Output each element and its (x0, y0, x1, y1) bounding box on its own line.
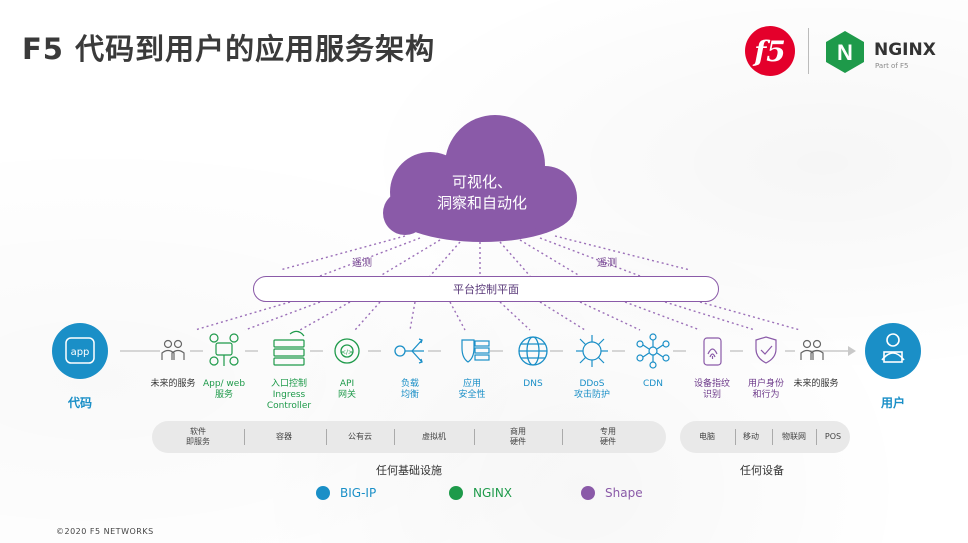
device-item-pos: POS (824, 432, 842, 441)
service-label-security: 应用安全性 (458, 379, 486, 400)
service-label-fingerprint: 设备指纹识别 (693, 379, 731, 400)
user-circle (865, 323, 921, 379)
infra-item-commodity-hw: 商用硬件 (510, 427, 526, 446)
legend-dot-bigip (316, 486, 330, 500)
code-label: 代码 (67, 396, 93, 410)
svg-text:N: N (837, 40, 853, 65)
network-icon (636, 333, 670, 369)
infra-item-public-cloud: 公有云 (348, 432, 372, 441)
legend-dot-nginx (449, 486, 463, 500)
user-shield-icon (755, 336, 777, 364)
shield-wall-icon (461, 339, 490, 363)
service-label-dns: DNS (523, 379, 543, 389)
service-label-future-left: 未来的服务 (150, 379, 196, 389)
nginx-logo-subtitle: Part of F5 (875, 62, 909, 70)
control-plane-bar: 平台控制平面 (253, 276, 719, 302)
legend-bigip: BIG-IP (316, 486, 376, 500)
user-laptop-icon (881, 333, 905, 363)
nginx-logo-icon: N (826, 31, 864, 73)
infra-item-dedicated-hw: 专用硬件 (600, 427, 616, 446)
infrastructure-title: 任何基础设施 (376, 464, 442, 477)
page-title: F5 代码到用户的应用服务架构 (22, 32, 436, 66)
web-app-icon (209, 333, 239, 366)
legend-nginx: NGINX (449, 486, 512, 500)
service-label-cdn: CDN (643, 379, 663, 389)
ingress-icon (273, 330, 305, 366)
code-circle (52, 323, 108, 379)
service-label-identity: 用户身份和行为 (747, 379, 785, 400)
infra-item-saas: 软件即服务 (186, 427, 210, 446)
device-item-mobile: 移动 (743, 432, 759, 441)
nginx-logo-text: NGINX (874, 40, 936, 60)
fingerprint-icon (703, 337, 722, 366)
cloud-shape (383, 115, 577, 242)
app-icon (65, 337, 95, 364)
infra-item-containers: 容器 (276, 432, 292, 441)
people-icon (800, 339, 824, 360)
service-label-lb: 负载均衡 (400, 379, 420, 400)
service-label-future-right: 未来的服务 (793, 379, 839, 389)
infrastructure-bar: 软件即服务 容器 公有云 虚拟机 商用硬件 专用硬件 (152, 421, 666, 453)
telemetry-label-right: 遥测 (597, 258, 617, 269)
svg-text:app: app (71, 347, 90, 358)
control-lines (194, 301, 801, 331)
f5-logo: f5 (745, 26, 795, 76)
legend-shape: Shape (581, 486, 643, 500)
device-item-pc: 电脑 (699, 432, 715, 441)
device-item-iot: 物联网 (782, 432, 806, 441)
infra-item-vm: 虚拟机 (422, 432, 446, 441)
logo-divider (808, 28, 809, 74)
flow-arrow (848, 346, 856, 356)
api-gear-icon: </> (334, 338, 360, 364)
footer-copyright: ©2020 F5 NETWORKS (56, 527, 154, 536)
telemetry-lines (279, 235, 691, 277)
devices-title: 任何设备 (740, 464, 784, 477)
device-bar: 电脑 移动 物联网 POS (680, 421, 850, 453)
people-icon (161, 339, 185, 360)
legend-dot-shape (581, 486, 595, 500)
ddos-icon (576, 335, 608, 367)
svg-text:</>: </> (341, 349, 353, 356)
telemetry-label-left: 遥测 (352, 258, 372, 269)
load-balancer-icon (394, 338, 424, 364)
user-label: 用户 (880, 396, 906, 410)
cloud-label: 可视化、 洞察和自动化 (436, 173, 528, 212)
globe-icon (518, 336, 548, 366)
